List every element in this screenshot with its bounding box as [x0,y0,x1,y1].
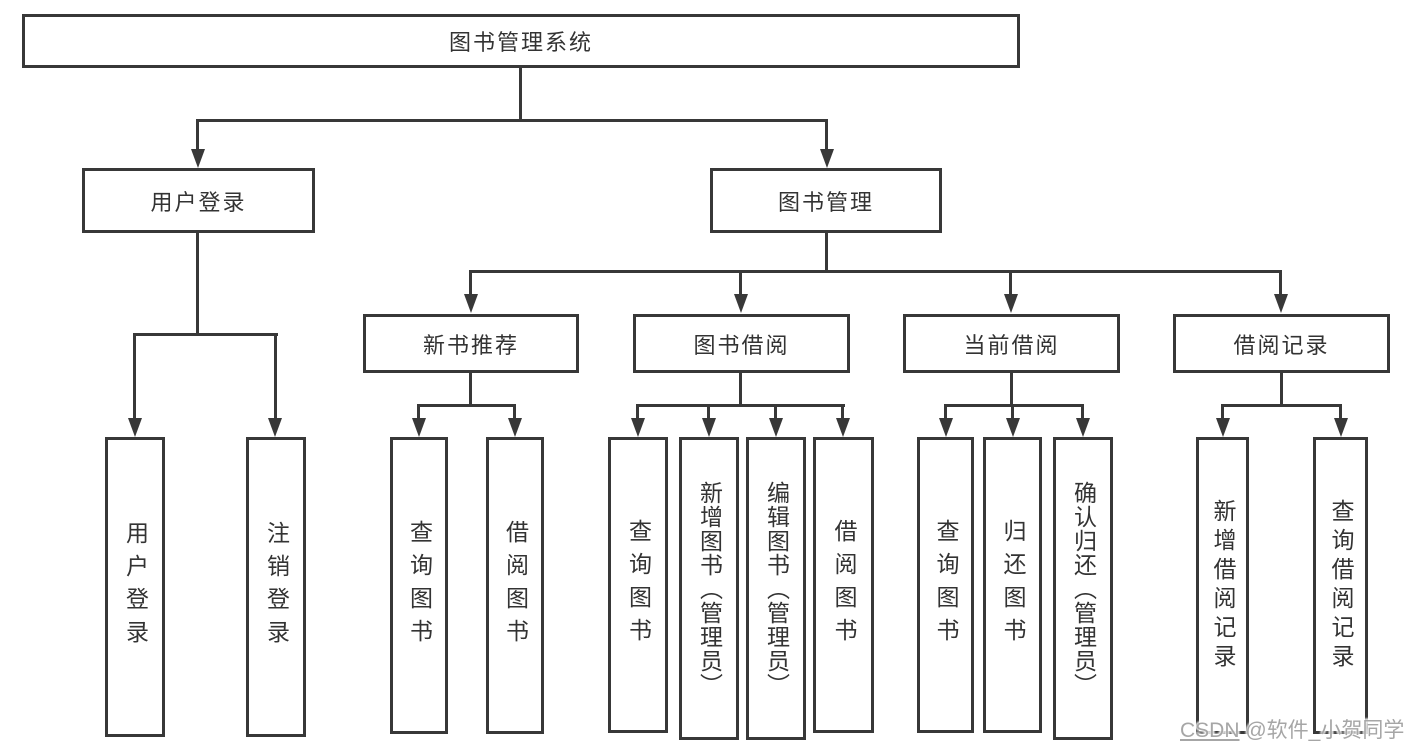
leaf-query-book-borrow: 查询图书 [608,437,668,733]
connector-to-leaf [707,404,710,419]
connector-borrow-record-down [1280,373,1283,406]
arrowhead [412,418,426,437]
connector-to-leaf [1081,404,1084,419]
connector-to-branch [739,270,742,294]
connector-new-book-rec-split [417,404,516,407]
arrowhead [702,418,716,437]
csdn-watermark: CSDN @软件_小贺同学 [1180,714,1404,744]
arrowhead [1274,294,1288,313]
connector-to-branch [1009,270,1012,294]
leaf-query-borrow-record: 查询借阅记录 [1313,437,1368,734]
node-new-book-rec: 新书推荐 [363,314,579,373]
node-user-login: 用户登录 [82,168,315,233]
leaf-borrow-book-rec: 借阅图书 [486,437,544,734]
connector-to-leaf [841,404,844,419]
node-borrow-record: 借阅记录 [1173,314,1390,373]
connector-to-leaf [944,404,947,419]
node-current-borrow: 当前借阅 [903,314,1120,373]
arrowhead [631,418,645,437]
connector-to-leaf [417,404,420,419]
arrowhead [1006,418,1020,437]
arrowhead [1004,294,1018,313]
leaf-add-book-admin: 新增图书（管理员） [679,437,739,740]
connector-to-user-login [196,119,199,151]
node-book-mgmt: 图书管理 [710,168,942,233]
leaf-user-login: 用户登录 [105,437,165,737]
arrowhead [191,149,205,168]
connector-to-leaf [133,333,136,418]
leaf-add-borrow-record: 新增借阅记录 [1196,437,1249,734]
connector-current-borrow-down [1010,373,1013,406]
arrowhead [836,418,850,437]
node-root: 图书管理系统 [22,14,1020,68]
connector-to-leaf [774,404,777,419]
connector-to-leaf [513,404,516,419]
connector-to-leaf [636,404,639,419]
watermark-handle: @软件_小贺同学 [1245,719,1405,742]
leaf-borrow-book-borrow: 借阅图书 [813,437,874,733]
connector-book-borrow-split [636,404,845,407]
connector-to-branch [1279,270,1282,294]
connector-user-login-split [133,333,278,336]
connector-root-down [519,68,522,121]
leaf-confirm-return-admin: 确认归还（管理员） [1053,437,1113,740]
connector-new-book-rec-down [469,373,472,406]
connector-to-branch [469,270,472,294]
node-book-borrow: 图书借阅 [633,314,850,373]
arrowhead [128,418,142,437]
leaf-logout: 注销登录 [246,437,306,737]
connector-to-leaf [1221,404,1224,419]
connector-to-leaf [274,333,277,418]
connector-current-borrow-split [944,404,1084,407]
arrowhead [1334,418,1348,437]
connector-root-split [196,119,828,122]
leaf-query-book-current: 查询图书 [917,437,974,733]
watermark-brand: CSDN [1180,719,1240,742]
arrowhead [769,418,783,437]
arrowhead [1076,418,1090,437]
arrowhead [464,294,478,313]
arrowhead [508,418,522,437]
connector-to-book-mgmt [825,119,828,151]
arrowhead [1216,418,1230,437]
leaf-query-book-rec: 查询图书 [390,437,448,734]
connector-book-mgmt-split [469,270,1282,273]
connector-to-leaf [1339,404,1342,419]
connector-book-borrow-down [739,373,742,406]
arrowhead [734,294,748,313]
connector-to-leaf [1011,404,1014,419]
arrowhead [268,418,282,437]
arrowhead [820,149,834,168]
leaf-return-book: 归还图书 [983,437,1042,733]
connector-book-mgmt-down [825,233,828,271]
connector-borrow-record-split [1221,404,1342,407]
leaf-edit-book-admin: 编辑图书（管理员） [746,437,806,740]
arrowhead [939,418,953,437]
connector-user-login-down [196,233,199,336]
